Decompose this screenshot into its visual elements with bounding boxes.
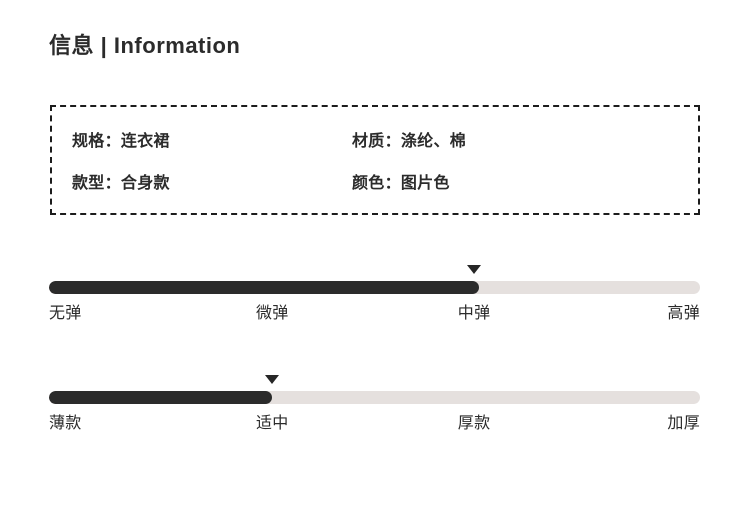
triangle-down-marker-icon [265,375,280,384]
slider-thickness-tick-0[interactable]: 薄款 [49,415,82,432]
slider-thickness-marker-row [49,372,700,391]
spec-item-material: 材质：涤纶、棉 [352,133,467,150]
spec-info-box: 规格：连衣裙 材质：涤纶、棉 款型：合身款 颜色：图片色 [50,105,700,215]
page-title: 信息 | Information [49,33,241,58]
spec-grid: 规格：连衣裙 材质：涤纶、棉 款型：合身款 颜色：图片色 [52,107,698,213]
slider-thickness-track[interactable] [49,391,700,404]
slider-elasticity-tick-2[interactable]: 中弹 [457,305,491,322]
slider-elasticity-track[interactable] [49,281,700,294]
slider-elasticity-tick-3[interactable]: 高弹 [667,305,700,322]
slider-elasticity-tick-0[interactable]: 无弹 [49,305,82,322]
triangle-down-marker-icon [467,265,482,274]
slider-elasticity-labels: 无弹 微弹 中弹 高弹 [49,299,700,325]
slider-thickness-tick-2[interactable]: 厚款 [457,415,491,432]
slider-thickness[interactable]: 薄款 适中 厚款 加厚 [49,372,700,435]
slider-thickness-labels: 薄款 适中 厚款 加厚 [49,409,700,435]
slider-elasticity-marker-row [49,262,700,281]
spec-item-size: 规格：连衣裙 [72,133,170,150]
slider-elasticity[interactable]: 无弹 微弹 中弹 高弹 [49,262,700,325]
slider-thickness-fill [49,391,273,404]
spec-item-color: 颜色：图片色 [352,175,450,192]
slider-elasticity-fill [49,281,479,294]
slider-thickness-tick-3[interactable]: 加厚 [667,415,700,432]
slider-thickness-tick-1[interactable]: 适中 [255,415,289,432]
slider-elasticity-tick-1[interactable]: 微弹 [255,305,289,322]
spec-item-fit: 款型：合身款 [72,175,170,192]
